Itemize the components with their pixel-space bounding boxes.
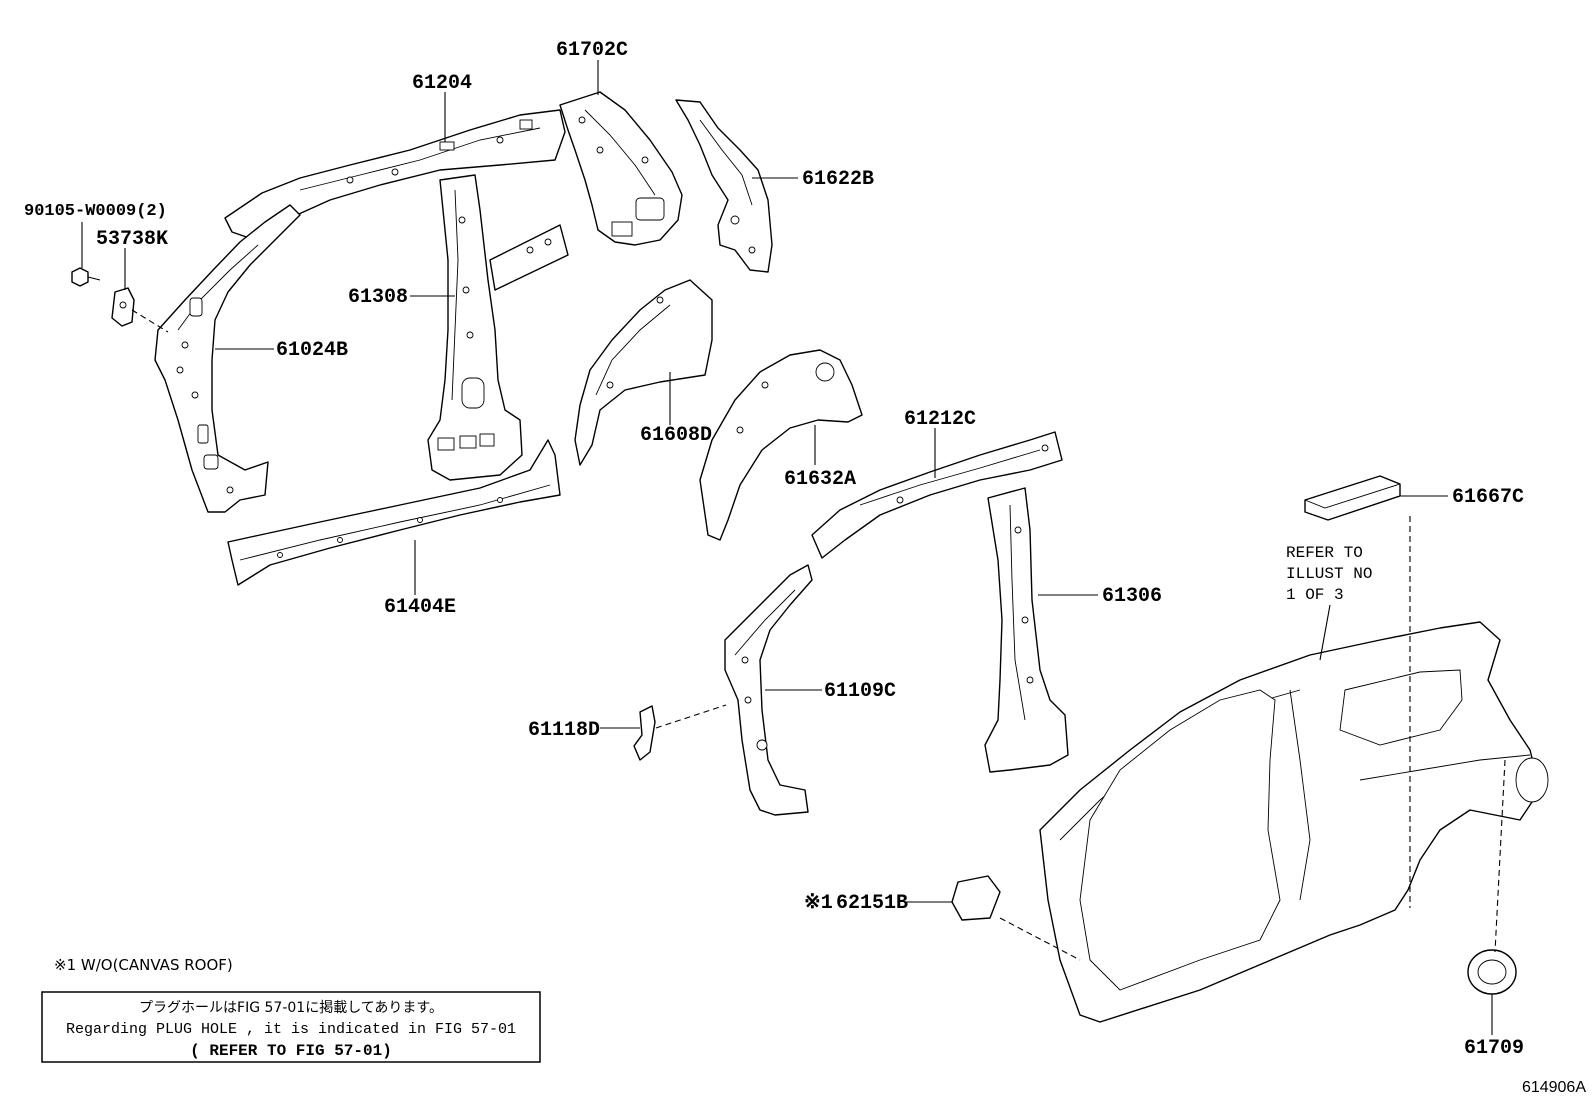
label-61622B: 61622B: [802, 168, 874, 191]
part-61608D-wheelhouse[interactable]: [574, 279, 713, 466]
part-90105-bolt[interactable]: [71, 267, 101, 287]
part-61306-center-pillar[interactable]: [984, 487, 1069, 773]
label-61109C: 61109C: [824, 680, 896, 703]
label-61118D: 61118D: [528, 719, 600, 742]
label-61632A: 61632A: [784, 468, 856, 491]
label-62151B: 62151B: [836, 892, 908, 915]
dashed-link-53738K: [131, 309, 169, 333]
label-61608D: 61608D: [640, 424, 712, 447]
part-53738K-bracket[interactable]: [111, 287, 135, 327]
dashed-link-61118D: [655, 704, 727, 729]
part-61204-rail[interactable]: [224, 109, 566, 241]
label-61667C: 61667C: [1452, 486, 1524, 509]
dashed-link-62151B: [999, 917, 1081, 961]
part-61404E-rocker[interactable]: [227, 439, 561, 586]
part-61118D-bracket[interactable]: [633, 705, 656, 761]
part-61709-lid[interactable]: [1467, 949, 1517, 995]
notice-line-3: ( REFER TO FIG 57-01): [190, 1042, 392, 1060]
notice-line-2: Regarding PLUG HOLE , it is indicated in…: [66, 1021, 516, 1038]
part-61308-bracket[interactable]: [489, 224, 569, 291]
label-61709: 61709: [1464, 1037, 1524, 1060]
label-61212C: 61212C: [904, 408, 976, 431]
label-61404E: 61404E: [384, 596, 456, 619]
refer-note-line-2: ILLUST NO: [1286, 565, 1372, 583]
part-61622B-extension[interactable]: [675, 99, 773, 273]
part-61667C-pad[interactable]: [1304, 475, 1401, 521]
part-61212C-rail-inner[interactable]: [811, 431, 1063, 559]
label-61308: 61308: [348, 286, 408, 309]
label-61702C: 61702C: [556, 39, 628, 62]
refer-note-line-1: REFER TO: [1286, 544, 1363, 562]
refer-note-line-3: 1 OF 3: [1286, 586, 1344, 604]
figure-id: 614906A: [1522, 1079, 1586, 1096]
notice-box: プラグホールはFIG 57-01に掲載してあります。 Regarding PLU…: [41, 991, 541, 1063]
part-61702C-rear-pillar[interactable]: [559, 91, 683, 246]
part-61308-center-pillar[interactable]: [427, 174, 523, 481]
label-61024B: 61024B: [276, 339, 348, 362]
marker-asterisk-1: ※1: [804, 892, 833, 915]
dashed-link-61709: [1494, 759, 1506, 953]
notice-line-1: プラグホールはFIG 57-01に掲載してあります。: [139, 1000, 443, 1016]
part-61024B-front-pillar[interactable]: [154, 204, 301, 513]
label-61204: 61204: [412, 72, 472, 95]
label-90105-W0009: 90105-W0009(2): [24, 202, 167, 221]
label-53738K: 53738K: [96, 228, 168, 251]
part-61632A-arch[interactable]: [699, 349, 863, 541]
label-61306: 61306: [1102, 585, 1162, 608]
footnote: ※1 W/O(CANVAS ROOF): [54, 956, 233, 974]
leader-lines: [81, 60, 1493, 1035]
part-62151B-plug[interactable]: [951, 875, 1001, 921]
part-61109C-pillar-lower[interactable]: [724, 564, 813, 816]
part-side-panel-outer[interactable]: [1039, 621, 1549, 1023]
